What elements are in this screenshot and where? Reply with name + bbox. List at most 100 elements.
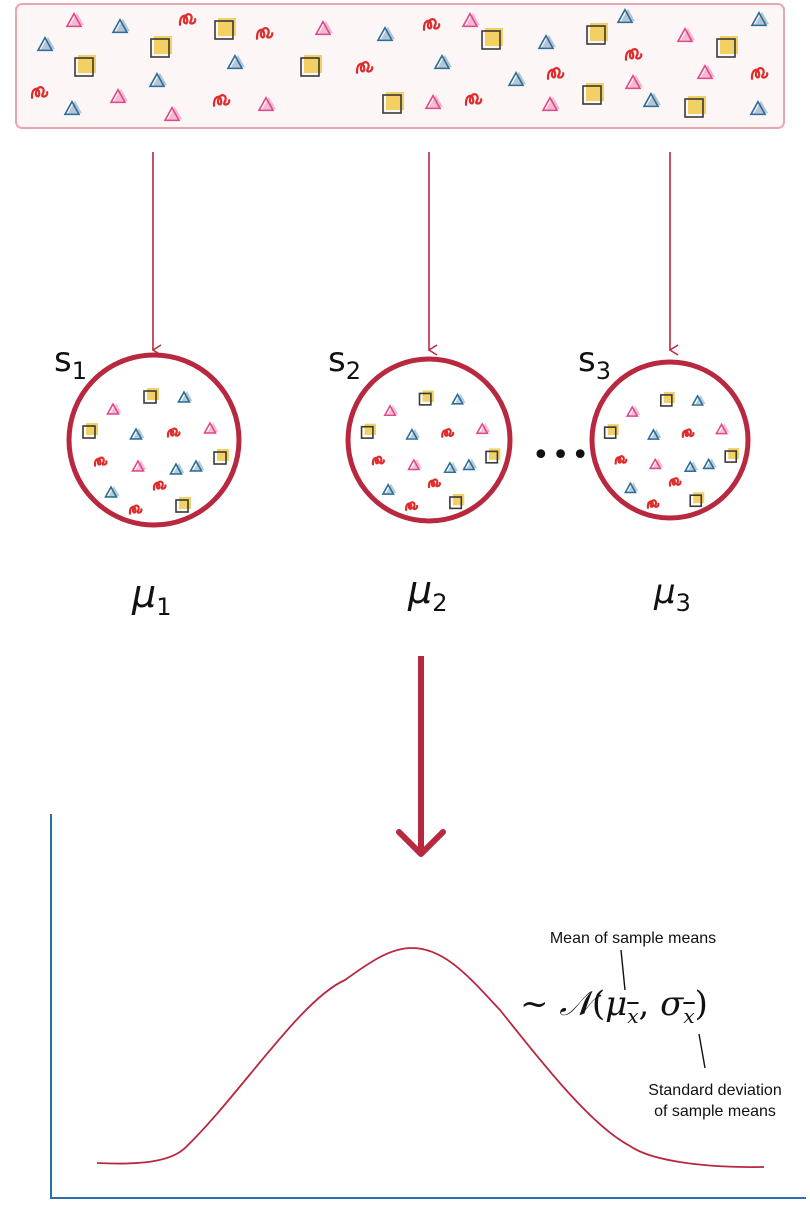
triangle-icon bbox=[407, 458, 423, 471]
sample-circle-1 bbox=[66, 352, 242, 528]
sd-note-line-1: Standard deviation bbox=[648, 1082, 782, 1099]
squiggle-icon bbox=[681, 428, 695, 438]
triangle-icon bbox=[383, 404, 399, 417]
sample-circle-3 bbox=[589, 359, 751, 521]
triangle-icon bbox=[616, 8, 635, 24]
squiggle-icon bbox=[668, 477, 682, 487]
square-icon bbox=[724, 448, 740, 463]
square-icon bbox=[659, 391, 675, 407]
triangle-icon bbox=[647, 428, 662, 440]
triangle-icon bbox=[163, 106, 182, 122]
square-icon bbox=[603, 424, 619, 439]
square-icon bbox=[582, 83, 604, 105]
triangle-icon bbox=[104, 485, 120, 498]
tilde-symbol: ~ bbox=[520, 984, 549, 1024]
square-icon bbox=[213, 449, 229, 465]
normal-distribution-curve bbox=[96, 947, 765, 1168]
squiggle-icon bbox=[355, 61, 374, 74]
triangle-icon bbox=[257, 96, 276, 112]
triangle-icon bbox=[111, 18, 130, 34]
triangle-icon bbox=[376, 26, 395, 42]
triangle-icon bbox=[433, 54, 452, 70]
square-icon bbox=[684, 96, 706, 118]
triangle-icon bbox=[537, 34, 556, 50]
triangle-icon bbox=[642, 92, 661, 108]
square-icon bbox=[689, 492, 705, 508]
normal-symbol: 𝒩 bbox=[559, 984, 592, 1024]
squiggle-icon bbox=[546, 67, 565, 80]
square-icon bbox=[481, 28, 503, 50]
square-icon bbox=[82, 423, 98, 439]
square-icon bbox=[418, 390, 434, 406]
triangle-icon bbox=[203, 421, 219, 434]
squiggle-icon bbox=[30, 86, 49, 99]
squiggle-icon bbox=[750, 67, 769, 80]
triangle-icon bbox=[189, 459, 205, 472]
mu-subscript: x bbox=[627, 1004, 639, 1028]
square-icon bbox=[360, 423, 376, 439]
sample-label-3: s3 bbox=[578, 340, 611, 385]
squiggle-icon bbox=[212, 94, 231, 107]
square-icon bbox=[586, 23, 608, 45]
standard-deviation-note: Standard deviation of sample means bbox=[620, 1080, 810, 1122]
ellipsis: ••• bbox=[532, 438, 592, 473]
squiggle-icon bbox=[405, 501, 419, 512]
triangle-icon bbox=[106, 402, 122, 415]
triangle-icon bbox=[131, 459, 147, 472]
triangle-icon bbox=[450, 392, 466, 405]
squiggle-icon bbox=[166, 427, 181, 438]
triangle-icon bbox=[405, 427, 421, 440]
mean-label-2: μ2 bbox=[408, 568, 448, 617]
triangle-icon bbox=[443, 461, 459, 474]
square-icon bbox=[214, 18, 236, 40]
squiggle-icon bbox=[371, 455, 385, 466]
triangle-icon bbox=[462, 458, 478, 471]
triangle-icon bbox=[696, 64, 715, 80]
square-icon bbox=[300, 55, 322, 77]
square-icon bbox=[449, 494, 465, 510]
triangle-icon bbox=[676, 27, 695, 43]
triangle-icon bbox=[683, 460, 699, 473]
aggregate-arrow bbox=[396, 656, 446, 857]
triangle-icon bbox=[381, 483, 397, 495]
triangle-icon bbox=[624, 74, 643, 90]
triangle-icon bbox=[314, 20, 333, 36]
triangle-icon bbox=[625, 405, 641, 417]
triangle-icon bbox=[177, 390, 193, 403]
squiggle-icon bbox=[646, 499, 660, 509]
squiggle-icon bbox=[441, 428, 455, 438]
triangle-icon bbox=[65, 12, 84, 28]
sigma-symbol: σ bbox=[660, 984, 684, 1024]
squiggle-icon bbox=[178, 13, 197, 26]
triangle-icon bbox=[749, 100, 768, 116]
squiggle-icon bbox=[624, 48, 643, 61]
squiggle-icon bbox=[152, 480, 167, 491]
mean-label-3: μ3 bbox=[654, 572, 691, 617]
triangle-icon bbox=[109, 88, 128, 104]
triangle-icon bbox=[63, 100, 82, 116]
squiggle-icon bbox=[255, 27, 274, 40]
square-icon bbox=[485, 448, 501, 464]
square-icon bbox=[382, 92, 404, 114]
squiggle-icon bbox=[614, 455, 628, 465]
distribution-formula: ~ 𝒩(μx, σx) bbox=[520, 984, 708, 1028]
squiggle-icon bbox=[93, 456, 108, 467]
triangle-icon bbox=[169, 462, 185, 475]
sd-note-line-2: of sample means bbox=[654, 1103, 776, 1120]
sd-note-leader bbox=[698, 1033, 706, 1069]
triangle-icon bbox=[750, 11, 769, 27]
square-icon bbox=[74, 55, 96, 77]
square-icon bbox=[716, 36, 738, 58]
sample-circle-2 bbox=[345, 356, 513, 524]
square-icon bbox=[175, 497, 191, 513]
square-icon bbox=[150, 36, 172, 58]
population-items bbox=[30, 8, 769, 122]
sample-items bbox=[82, 388, 740, 515]
triangle-icon bbox=[424, 94, 443, 110]
triangle-icon bbox=[148, 72, 167, 88]
triangle-icon bbox=[624, 481, 639, 494]
sigma-subscript: x bbox=[683, 1004, 695, 1028]
mean-label-1: μ1 bbox=[132, 572, 172, 621]
triangle-icon bbox=[715, 422, 730, 435]
squiggle-icon bbox=[427, 478, 441, 489]
